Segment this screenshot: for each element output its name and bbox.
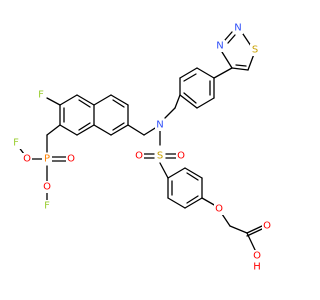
bond (93, 94, 112, 106)
bond (93, 124, 112, 136)
fluorine-label: F (38, 90, 44, 101)
bond (59, 94, 78, 106)
bond (224, 31, 233, 41)
fluorine-label: F (44, 201, 50, 212)
thiadiazole-nitrogen-atom-1: N (233, 22, 243, 34)
bond-layer (17, 31, 263, 253)
bond (242, 33, 252, 47)
sulfonyl-oxygen-atom-right: O (176, 150, 186, 162)
nitrogen-label: N (234, 23, 241, 34)
bond (110, 94, 129, 106)
bond (247, 53, 255, 71)
oxygen-label: O (253, 251, 261, 262)
nitrogen-label: N (156, 120, 163, 131)
bond (186, 195, 199, 204)
bond (167, 167, 186, 179)
ester-oxygen-atom-2: O (42, 181, 52, 193)
bond (231, 67, 249, 71)
sulfonyl-sulfur-atom: S (155, 150, 165, 162)
bond (183, 73, 197, 82)
amine-nitrogen-atom: N (155, 119, 165, 131)
nitrogen-label: N (216, 41, 223, 52)
structure-canvas: F F O P O O F N (11, 22, 272, 273)
bond (184, 197, 203, 209)
sulfonyl-oxygen-atom-left: O (134, 150, 144, 162)
bond (159, 162, 169, 179)
thiadiazole-nitrogen-atom-2: N (215, 40, 225, 52)
oxygen-label: O (263, 221, 271, 232)
bond (78, 122, 91, 131)
sulfur-label: S (157, 151, 163, 162)
bond (167, 197, 186, 209)
bond (78, 99, 91, 108)
hydrogen-label: H (253, 262, 261, 273)
phosphoryl-oxygen-atom: O (66, 153, 76, 165)
bond (246, 225, 263, 234)
atom-label-layer: F F O P O O F N (11, 22, 272, 273)
oxygen-label: O (43, 182, 51, 193)
molecule-structure: F F O P O O F N (11, 22, 272, 273)
bond (183, 92, 197, 104)
bond (174, 94, 181, 109)
fluorine-atom-left: F (11, 137, 21, 149)
oxygen-label: O (135, 151, 143, 162)
thiadiazole-sulfur-atom: S (250, 44, 260, 56)
phosphorus-label: P (44, 154, 50, 165)
bond (110, 124, 129, 136)
bond (235, 64, 247, 67)
oxygen-label: O (67, 154, 75, 165)
oxygen-label: O (23, 154, 31, 165)
fluorine-atom-bottom: F (42, 200, 52, 212)
bond (112, 122, 125, 131)
bond (186, 172, 199, 181)
bond (227, 34, 236, 44)
phosphorus-atom: P (42, 153, 52, 165)
ether-oxygen-atom: O (214, 203, 224, 215)
bond (46, 97, 61, 106)
bond (221, 213, 231, 227)
bond (184, 167, 203, 179)
bond (196, 67, 215, 79)
bond (196, 97, 215, 109)
fluorine-atom-top: F (36, 89, 46, 101)
bond (127, 124, 145, 136)
bond (221, 51, 233, 69)
bond (112, 99, 125, 108)
bond (179, 67, 198, 79)
bond (164, 107, 176, 119)
bond (46, 124, 61, 136)
fluorine-label: F (13, 138, 19, 149)
hydroxyl-group: O H (252, 250, 262, 273)
bond (201, 197, 217, 207)
oxygen-label: O (177, 151, 185, 162)
carbonyl-oxygen-atom: O (262, 220, 272, 232)
bond (229, 225, 248, 234)
oxygen-label: O (215, 204, 223, 215)
bond (76, 94, 95, 106)
bond (76, 124, 95, 136)
bond (246, 232, 257, 253)
bond (179, 94, 198, 109)
sulfur-label: S (252, 45, 258, 56)
bond (213, 67, 233, 79)
ester-oxygen-atom-1: O (22, 153, 32, 165)
bond (59, 124, 78, 136)
bond (246, 228, 263, 237)
